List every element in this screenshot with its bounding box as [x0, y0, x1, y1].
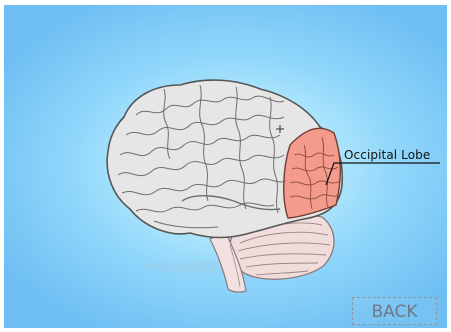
cerebrum — [107, 80, 342, 237]
occipital-lobe-region — [284, 128, 341, 218]
back-button[interactable]: BACK — [352, 297, 437, 325]
occipital-leader-line — [326, 163, 440, 185]
occipital-lobe-label: Occipital Lobe — [344, 148, 430, 162]
brain-stage: Occipital Lobe BACK — [4, 5, 447, 328]
brain-diagram — [4, 5, 447, 328]
